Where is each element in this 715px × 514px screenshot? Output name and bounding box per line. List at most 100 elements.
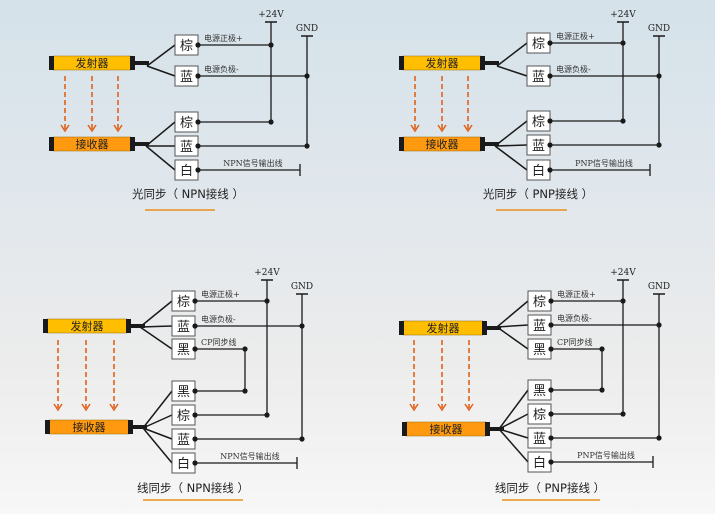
receiver-cable-branch [142, 427, 173, 440]
beam-arrow-head [113, 124, 123, 133]
emitter-wire-box: 蓝 [171, 315, 196, 337]
receiver-cable-branch [494, 145, 528, 171]
gnd-label: GND [291, 282, 313, 292]
receiver-wire-box-label: 白 [532, 163, 545, 179]
vcc-label: +24V [254, 268, 280, 278]
receiver-wire-box: 黑 [171, 380, 196, 402]
receiver-cable-branch [498, 428, 529, 439]
receiver-wire-box-label: 蓝 [533, 432, 546, 447]
receiver-bar-cable [485, 142, 499, 146]
beam-arrow-head [409, 403, 419, 412]
receiver-wire-box: 棕 [171, 404, 196, 426]
receiver-wire-box-label: 白 [177, 456, 190, 472]
emitter-bar-label: 发射器 [71, 319, 104, 333]
vcc-rail: +24V [258, 10, 284, 23]
receiver-bar-label: 接收器 [76, 137, 109, 151]
receiver-wire-box: 棕 [174, 111, 199, 133]
receiver-bar-cable [135, 142, 149, 146]
emitter-cable-branch [496, 42, 528, 67]
receiver-bar-label: 接收器 [430, 422, 463, 436]
emitter-bar-cable [135, 61, 149, 65]
beam-arrow [464, 340, 474, 412]
gnd-label: GND [648, 282, 670, 292]
receiver-wire-box-label: 黑 [177, 385, 190, 400]
gnd-rail: GND [291, 282, 313, 295]
emitter-wire-box-label: 棕 [180, 39, 193, 54]
emitter-wire-box-label: 蓝 [180, 70, 193, 85]
receiver-bar: 接收器 [45, 419, 147, 435]
beam-arrow-head [463, 124, 473, 133]
receiver-wire-box: 蓝 [526, 134, 551, 156]
wire-description: NPN信号输出线 [220, 451, 279, 461]
wire-description: 电源负极- [204, 64, 239, 74]
receiver-cable-branch [494, 120, 528, 147]
receiver-bar-cable [133, 425, 147, 429]
receiver-cable-branch [498, 428, 529, 463]
wire-description: PNP信号输出线 [575, 158, 633, 168]
beam-arrow-head [87, 124, 97, 133]
diagram-caption: 线同步（ PNP接线 ） [495, 481, 605, 495]
emitter-bar: 发射器 [399, 55, 499, 71]
receiver-cable-branch [494, 144, 528, 147]
gnd-rail: GND [648, 24, 670, 37]
beam-arrow-head [437, 124, 447, 133]
receiver-cable-branch [145, 121, 176, 147]
emitter-wire-box: 棕 [527, 290, 552, 312]
emitter-wire-box: 棕 [174, 34, 199, 56]
receiver-bar: 接收器 [402, 421, 504, 437]
receiver-wire-box-label: 黑 [533, 384, 546, 399]
beam-arrow [87, 76, 97, 133]
beam-arrow [463, 76, 473, 133]
wire-description: CP同步线 [557, 337, 593, 347]
emitter-bar-cable [485, 61, 499, 65]
emitter-bar-cable [487, 326, 501, 330]
emitter-cable-branch [139, 300, 173, 328]
receiver-bar-left-cap [49, 137, 54, 151]
receiver-wire-box: 蓝 [174, 135, 199, 157]
emitter-wire-box: 黑 [171, 338, 196, 360]
receiver-bar-left-cap [402, 422, 407, 436]
beam-arrow [437, 340, 447, 412]
wire-description: 电源正极+ [201, 289, 240, 299]
receiver-wire-box-label: 白 [180, 163, 193, 179]
receiver-wire-box-label: 棕 [532, 115, 545, 130]
beam-arrow [410, 76, 420, 133]
emitter-bar-label: 发射器 [427, 321, 460, 335]
emitter-wire-box-label: 黑 [177, 343, 190, 358]
wire-description: 电源正极+ [556, 31, 595, 41]
diagram-wire-npn: 发射器接收器+24VGND棕电源正极+蓝电源负极-黑CP同步线黑棕蓝白NPN信号… [43, 268, 313, 501]
receiver-wire-box-label: 蓝 [180, 140, 193, 155]
receiver-bar-left-cap [399, 137, 404, 151]
emitter-wire-box-label: 棕 [177, 295, 190, 310]
gnd-rail: GND [296, 24, 318, 37]
receiver-cable-branch [145, 145, 176, 171]
emitter-wire-box: 棕 [171, 290, 196, 312]
receiver-bar-label: 接收器 [73, 420, 106, 434]
receiver-bar: 接收器 [399, 136, 499, 152]
receiver-cable-branch [142, 427, 173, 464]
emitter-bar-right-cap [482, 321, 487, 335]
emitter-bar-left-cap [399, 321, 404, 335]
receiver-wire-box: 白 [527, 451, 552, 473]
receiver-wire-box: 白 [526, 159, 551, 181]
receiver-bar-label: 接收器 [426, 137, 459, 151]
receiver-wire-box-label: 棕 [533, 408, 546, 423]
diagram-caption: 线同步（ NPN接线 ） [137, 481, 249, 495]
emitter-bar: 发射器 [399, 320, 501, 336]
beam-arrow [81, 340, 91, 412]
beam-arrow [113, 76, 123, 133]
emitter-bar-right-cap [130, 56, 135, 70]
receiver-bar: 接收器 [49, 136, 149, 152]
emitter-wire-box-label: 棕 [532, 37, 545, 52]
receiver-wire-box: 棕 [527, 403, 552, 425]
receiver-wire-box: 棕 [526, 110, 551, 132]
emitter-wire-box: 棕 [526, 32, 551, 54]
receiver-bar-right-cap [130, 137, 135, 151]
beam-arrow-head [60, 124, 70, 133]
beam-arrow-head [410, 124, 420, 133]
emitter-cable-branch [139, 325, 173, 328]
vcc-label: +24V [610, 10, 636, 20]
emitter-bar: 发射器 [49, 55, 149, 71]
emitter-cable-branch [139, 326, 173, 350]
receiver-bar-right-cap [480, 137, 485, 151]
